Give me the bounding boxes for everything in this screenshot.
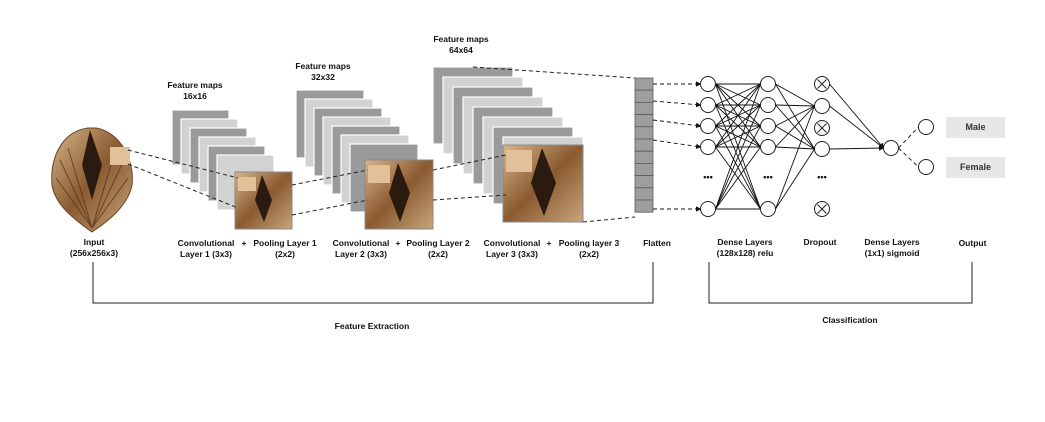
flatten-cell [634,187,654,201]
dropout-neuron [814,98,830,114]
sigmoid-connection [829,105,885,149]
dense-connection [715,125,761,148]
flatten-cell [634,199,654,213]
output-neuron [918,159,934,175]
dropout-connection [775,104,815,107]
dense1-neuron [700,76,716,92]
drop-cross [817,79,827,89]
dense1b-neuron [760,201,776,217]
projection-lines [127,66,636,223]
flatten-cell [634,77,654,91]
classification-label: Classification [822,315,878,325]
neurons [700,76,934,217]
flatten-cell [634,102,654,116]
output-connection [898,126,919,149]
dropout-label: Dropout [803,237,837,247]
input-shell-image [51,127,133,233]
dense1b-neuron [760,97,776,113]
drop-cross [817,204,827,214]
pooling-shell-image-2 [364,159,434,230]
flatten-cell [634,126,654,140]
flatten-connection [652,139,702,150]
dense1-label: Dense Layers(128x128) relu [716,237,774,258]
plus-sign-3: + [546,238,552,248]
flatten-vector [634,77,654,213]
dropout-connection [775,105,815,210]
dropout-connection [775,125,815,150]
sigmoid-connection [829,83,885,149]
flatten-cell [634,150,654,164]
dense-connection [715,146,761,210]
dense1-neuron [700,201,716,217]
flatten-cell [634,114,654,128]
dropout-connection [775,148,815,210]
sigmoid-connection [829,145,885,151]
sigmoid-neuron [883,140,899,156]
drop-cross [817,123,827,133]
dense-connection [715,125,761,210]
dropout-connection [775,105,815,148]
pooling-shell-image-1 [234,171,293,230]
output-neuron [918,119,934,135]
dense-connection [715,83,761,106]
flatten-label: Flatten [643,238,671,248]
flatten-cell [634,162,654,176]
dropout-connection [775,105,815,127]
dense-connection [715,104,761,210]
input-label: Input(256x256x3) [69,237,119,258]
dropout-connection [775,146,815,150]
output-connection [898,147,919,168]
flatten-cell [634,175,654,189]
plus-sign-1: + [241,238,247,248]
output-label: Output [958,238,987,248]
pool1-label: Pooling Layer 1(2x2) [253,238,317,259]
dense1-neuron [700,97,716,113]
output-male-box: Male [946,117,1005,138]
dense-connection [715,104,761,148]
ellipsis-dense1b: ••• [763,172,773,182]
ellipsis-dropout: ••• [817,172,827,182]
dense1b-neuron [760,118,776,134]
plus-sign-2: + [395,238,401,248]
flatten-cell [634,89,654,103]
ellipsis-dense1: ••• [703,172,713,182]
dropout-connection [775,83,815,107]
dense2-label: Dense Layers(1x1) sigmoid [864,237,920,258]
dense-connection [715,83,761,148]
output-female-box: Female [946,157,1005,178]
pool2-label: Pooling Layer 2(2x2) [406,238,470,259]
dropout-neuron [814,141,830,157]
dense-connection [715,83,761,210]
dense1b-neuron [760,139,776,155]
dense1-neuron [700,139,716,155]
pool3-label: Pooling layer 3(2x2) [558,238,620,259]
feature-extraction-label: Feature Extraction [334,321,410,331]
connections [652,81,919,212]
feature-extraction-bracket [92,262,654,304]
flatten-connection [652,100,702,108]
dense-connection [715,83,761,127]
pooling-shell-image-3 [502,144,584,223]
dense1b-neuron [760,76,776,92]
dense1-neuron [700,118,716,134]
classification-bracket [708,262,973,304]
flatten-connection [652,119,702,129]
flatten-cell [634,138,654,152]
